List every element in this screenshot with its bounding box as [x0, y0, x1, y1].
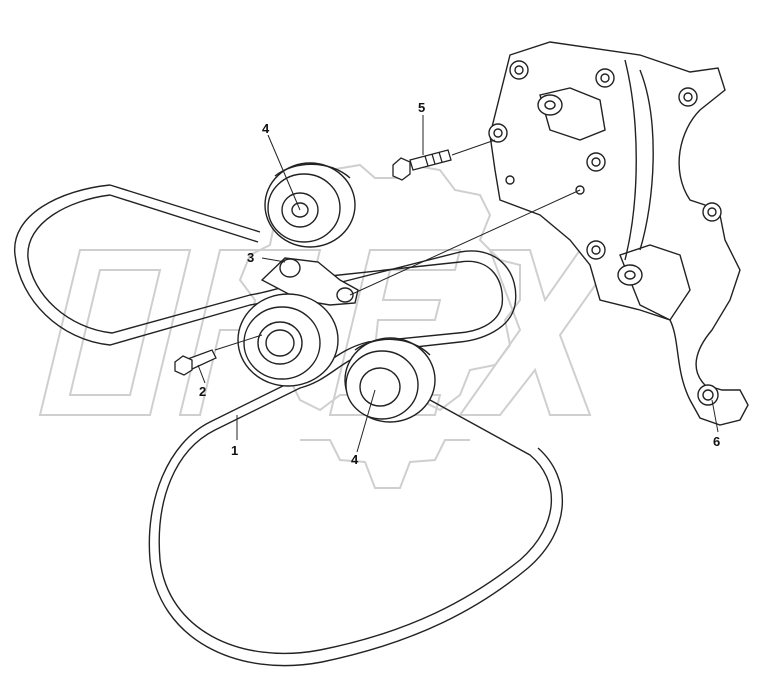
- callout-belt: 1: [231, 443, 239, 458]
- bracket-bolt: [392, 149, 452, 181]
- callout-bracket: 6: [713, 434, 721, 449]
- callout-bolt: 2: [199, 384, 207, 399]
- callout-idler-lower: 4: [351, 452, 359, 467]
- idler-pulley-upper: [264, 162, 356, 248]
- idler-pulley-lower: [344, 337, 436, 423]
- tensioner-assembly: [237, 257, 359, 387]
- tensioner-bolt: [174, 349, 217, 376]
- callout-idler-upper: 4: [262, 121, 270, 136]
- serpentine-belt: [14, 184, 564, 667]
- leader-lines: [197, 115, 719, 453]
- mounting-bracket: [488, 41, 749, 426]
- callout-bracket-bolt: 5: [418, 100, 426, 115]
- callout-tensioner: 3: [247, 250, 255, 265]
